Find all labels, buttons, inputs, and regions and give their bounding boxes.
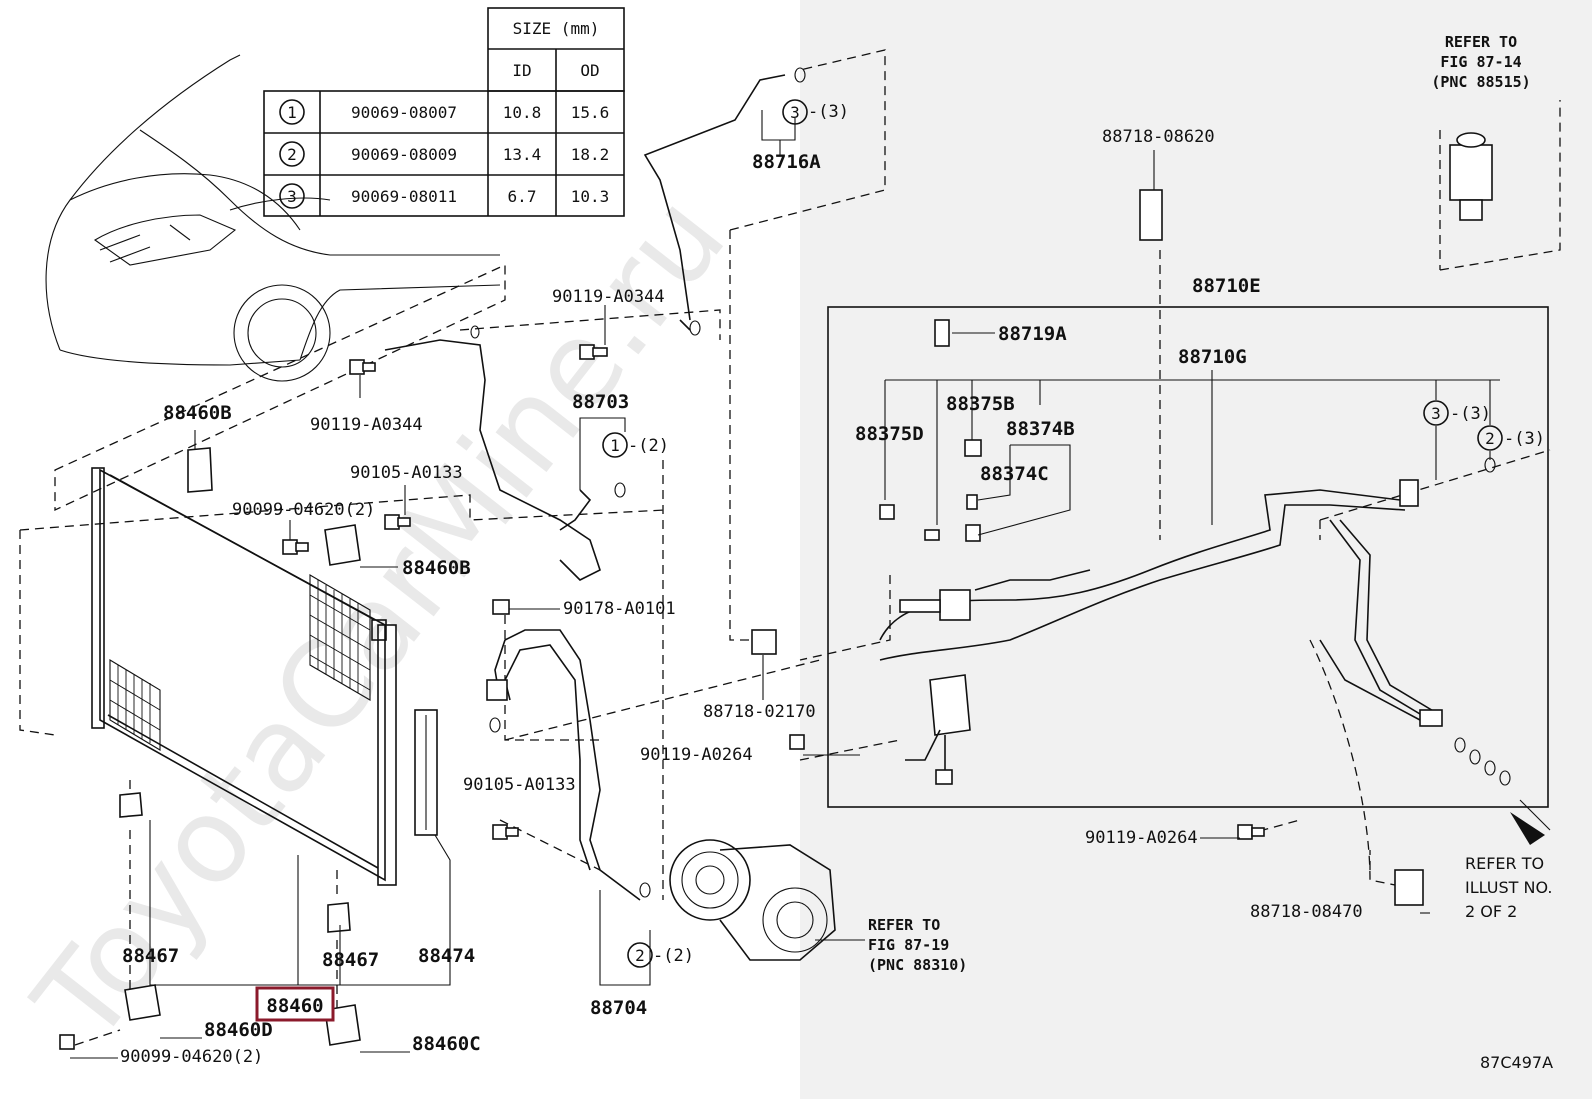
label-90119-A0344-a: 90119-A0344 [552, 287, 665, 307]
label-88375B: 88375B [946, 393, 1015, 415]
circle-ref-right-b: 2 [1485, 429, 1495, 448]
table-row-2-part: 90069-08009 [351, 145, 457, 164]
table-row-3-ref: 3 [287, 187, 297, 206]
refer-note-87-14-line2: FIG 87-14 [1440, 53, 1521, 71]
qty-label-right-b: -(3) [1504, 429, 1545, 449]
refer-note-illust: REFER TO ILLUST NO. 2 OF 2 [1465, 854, 1552, 921]
table-row-1-id: 10.8 [503, 103, 542, 122]
hoses-left [384, 74, 786, 901]
size-table-col-id: ID [512, 61, 531, 80]
refer-note-illust-line3: 2 OF 2 [1465, 902, 1517, 921]
table-row-2-ref: 2 [287, 145, 297, 164]
qty-label-mid: -(2) [628, 436, 669, 456]
vehicle-location-sketch [45, 54, 501, 382]
refer-note-illust-line1: REFER TO [1465, 854, 1544, 873]
table-row-1-part: 90069-08007 [351, 103, 457, 122]
refer-note-87-19-line2: FIG 87-19 [868, 936, 949, 954]
refer-note-87-14-line1: REFER TO [1445, 33, 1517, 51]
circle-ref-mid: 1 [610, 436, 620, 455]
refer-note-87-19-line3: (PNC 88310) [868, 956, 967, 974]
label-88374C: 88374C [980, 463, 1049, 485]
label-88460B-b: 88460B [402, 557, 471, 579]
label-88460C: 88460C [412, 1033, 481, 1055]
size-table-col-od: OD [580, 61, 599, 80]
table-row-2-od: 18.2 [571, 145, 610, 164]
size-table: SIZE (mm) ID OD 1 90069-08007 10.8 15.6 … [263, 7, 625, 217]
label-88710G: 88710G [1178, 346, 1247, 368]
table-row-1-od: 15.6 [571, 103, 610, 122]
table-row-3-id: 6.7 [508, 187, 537, 206]
label-90178-A0101: 90178-A0101 [563, 599, 676, 619]
refer-note-87-19-line1: REFER TO [868, 916, 940, 934]
table-row-1-ref: 1 [287, 103, 297, 122]
table-row-2-id: 13.4 [503, 145, 542, 164]
leader-lines [70, 110, 1551, 1059]
part-labels: -(3) 88716A 90119-A0344 90119-A0344 8846… [120, 102, 1545, 1067]
label-88474: 88474 [418, 945, 475, 967]
label-90119-A0264-a: 90119-A0264 [640, 745, 753, 765]
label-88460: 88460 [266, 995, 323, 1017]
label-88718-02170: 88718-02170 [703, 702, 816, 722]
refer-arrow [1510, 812, 1545, 845]
label-88704: 88704 [590, 997, 647, 1019]
circle-ref-top: 3 [790, 103, 800, 122]
refer-note-fig-87-19: REFER TO FIG 87-19 (PNC 88310) [868, 916, 967, 974]
qty-label-bottom: -(2) [653, 946, 694, 966]
label-88716A: 88716A [752, 151, 821, 173]
diagram-code: 87C497A [1480, 1053, 1553, 1072]
circle-ref-bottom: 2 [635, 946, 645, 965]
refer-note-illust-line2: ILLUST NO. [1465, 878, 1552, 897]
label-90119-A0264-b: 90119-A0264 [1085, 828, 1198, 848]
label-88460D: 88460D [204, 1019, 273, 1041]
qty-label-right-a: -(3) [1450, 404, 1491, 424]
table-row-3-part: 90069-08011 [351, 187, 457, 206]
condenser-core-lines [109, 580, 371, 743]
refer-note-fig-87-14: REFER TO FIG 87-14 (PNC 88515) [1431, 33, 1530, 91]
label-90105-A0133-a: 90105-A0133 [350, 463, 463, 483]
label-88718-08620: 88718-08620 [1102, 127, 1215, 147]
o-rings [470, 67, 1511, 898]
label-88719A: 88719A [998, 323, 1067, 345]
suction-pipes [751, 132, 1493, 906]
condenser-assembly [91, 467, 438, 886]
compressor [669, 839, 836, 961]
label-88703: 88703 [572, 391, 629, 413]
label-88467-b: 88467 [322, 949, 379, 971]
size-table-header: SIZE (mm) [513, 19, 600, 38]
assembly-88710E-box [827, 306, 1549, 808]
side-seal-88474 [414, 709, 438, 836]
qty-label-top: -(3) [808, 102, 849, 122]
label-88375D: 88375D [855, 423, 924, 445]
label-90105-A0133-b: 90105-A0133 [463, 775, 576, 795]
label-88374B: 88374B [1006, 418, 1075, 440]
highlight-box-88460 [255, 986, 335, 1022]
circle-ref-right-a: 3 [1431, 404, 1441, 423]
label-90099-04620-a: 90099-04620(2) [232, 500, 375, 520]
refer-note-87-14-line3: (PNC 88515) [1431, 73, 1530, 91]
label-90099-04620-b: 90099-04620(2) [120, 1047, 263, 1067]
label-88460B-a: 88460B [163, 402, 232, 424]
circle-reference-marks: 3 1 2 3 2 [602, 99, 1503, 968]
table-row-3-od: 10.3 [571, 187, 610, 206]
dashed-guide-lines [19, 49, 1561, 1046]
label-88718-08470: 88718-08470 [1250, 902, 1363, 922]
label-88467-a: 88467 [122, 945, 179, 967]
label-88710E: 88710E [1192, 275, 1261, 297]
label-90119-A0344-b: 90119-A0344 [310, 415, 423, 435]
